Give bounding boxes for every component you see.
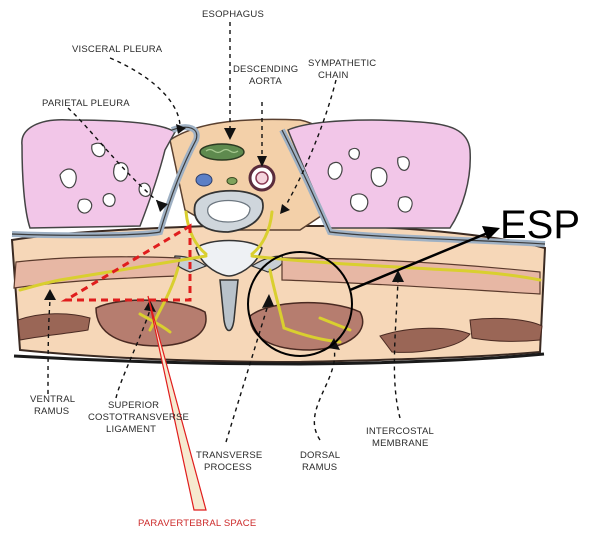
label-sympathetic-chain-2: CHAIN (318, 70, 349, 81)
label-superior-ctl-1: SUPERIOR (108, 400, 159, 411)
label-dorsal-ramus-2: RAMUS (302, 462, 337, 473)
label-transverse-process-1: TRANSVERSE (196, 450, 262, 461)
label-superior-ctl-3: LIGAMENT (106, 424, 156, 435)
left-lung (22, 120, 175, 228)
label-intercostal-membrane-1: INTERCOSTAL (366, 426, 434, 437)
label-descending-aorta-1: DESCENDING (233, 64, 298, 75)
label-sympathetic-chain-1: SYMPATHETIC (308, 58, 376, 69)
esophagus (200, 144, 244, 160)
azygos-vein (196, 174, 212, 186)
duct (227, 178, 237, 185)
label-esp: ESP (500, 203, 580, 247)
label-transverse-process-2: PROCESS (204, 462, 252, 473)
label-dorsal-ramus-1: DORSAL (300, 450, 340, 461)
label-esophagus: ESOPHAGUS (202, 9, 264, 20)
label-ventral-ramus-1: VENTRAL (30, 394, 75, 405)
label-parietal-pleura: PARIETAL PLEURA (42, 98, 130, 109)
label-descending-aorta-2: AORTA (249, 76, 282, 87)
label-paravertebral-space: PARAVERTEBRAL SPACE (138, 518, 256, 529)
descending-aorta (250, 166, 274, 190)
muscle-right-outer (470, 318, 542, 341)
label-superior-ctl-2: COSTOTRANSVERSE (88, 412, 189, 423)
label-intercostal-membrane-2: MEMBRANE (372, 438, 429, 449)
label-ventral-ramus-2: RAMUS (34, 406, 69, 417)
label-visceral-pleura: VISCERAL PLEURA (72, 44, 163, 55)
